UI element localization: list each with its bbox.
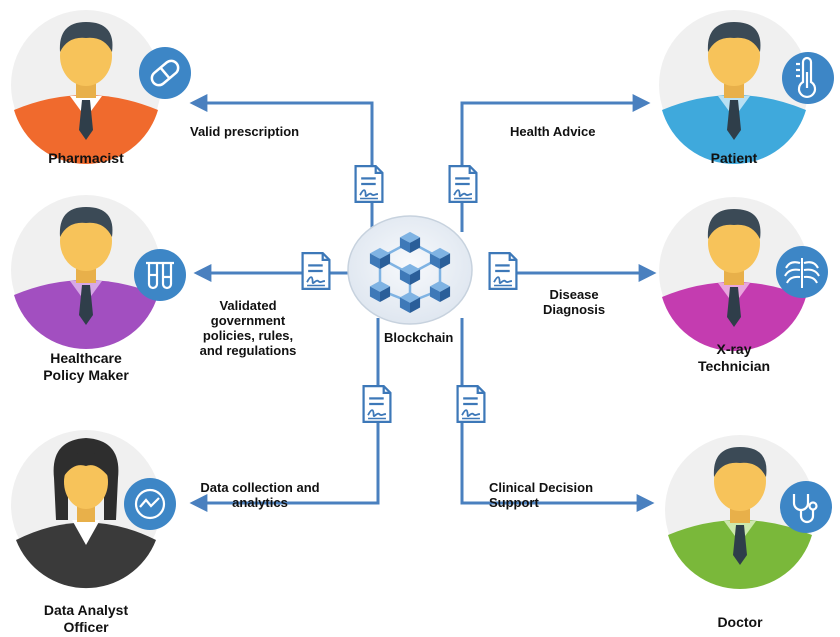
arrow-to-doctor — [460, 318, 655, 512]
pharmacist-avatar — [11, 10, 161, 164]
document-icon — [362, 385, 392, 423]
role-label-pharmacist: Pharmacist — [48, 150, 124, 166]
flow-label-policy-maker: Validated government policies, rules, an… — [199, 298, 297, 358]
ribcage-icon — [776, 246, 828, 298]
thermometer-icon — [782, 52, 834, 104]
flow-label-doctor: Clinical Decision Support — [489, 480, 594, 510]
doctor-avatar — [665, 435, 815, 589]
document-icon — [448, 165, 478, 203]
document-icon — [488, 252, 518, 290]
flow-label-pharmacist: Valid prescription — [190, 124, 300, 139]
role-label-xray: X-ray Technician — [697, 341, 771, 374]
data-analyst-avatar — [11, 430, 161, 589]
role-label-data-analyst: Data Analyst Officer — [43, 602, 129, 635]
pill-icon — [139, 47, 191, 99]
role-label-patient: Patient — [710, 150, 758, 166]
policy-maker-avatar — [11, 195, 161, 350]
document-icon — [354, 165, 384, 203]
document-icon — [301, 252, 331, 290]
patient-avatar — [659, 10, 809, 164]
test-tubes-icon — [134, 249, 186, 301]
flow-label-data-analyst: Data collection and analytics — [200, 480, 320, 510]
blockchain-hub — [347, 215, 473, 325]
arrow-to-patient — [460, 94, 651, 232]
stethoscope-icon — [780, 481, 832, 533]
arrow-to-pharmacist — [189, 94, 374, 232]
analytics-icon — [124, 478, 176, 530]
xray-technician-avatar — [659, 197, 809, 352]
flow-label-xray: Disease Diagnosis — [543, 287, 606, 317]
role-label-policy-maker: Healthcare Policy Maker — [43, 350, 129, 383]
blockchain-label: Blockchain — [384, 330, 454, 345]
flow-label-patient: Health Advice — [510, 124, 596, 139]
role-label-doctor: Doctor — [717, 614, 763, 630]
document-icon — [456, 385, 486, 423]
arrow-to-data-analyst — [189, 318, 380, 512]
